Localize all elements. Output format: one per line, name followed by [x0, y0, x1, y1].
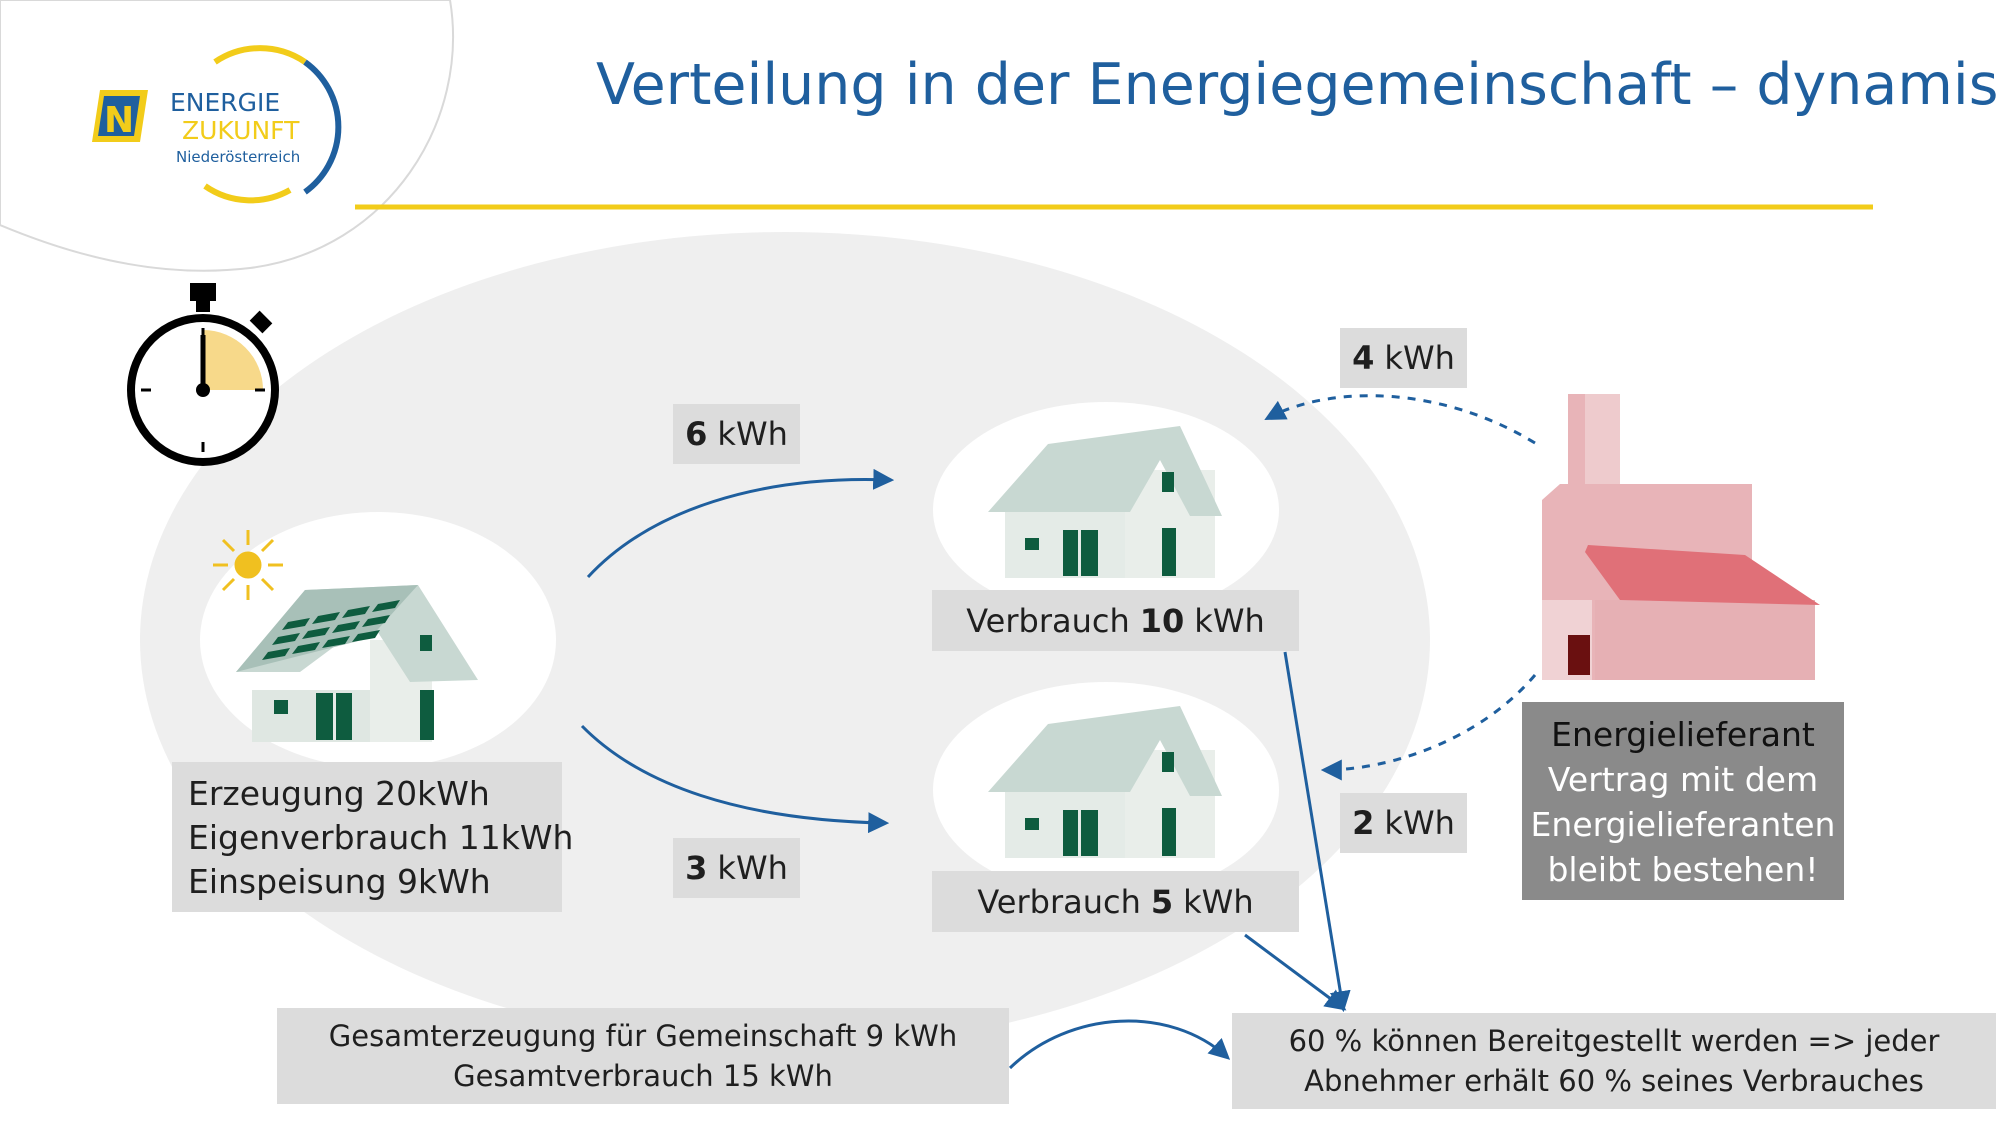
summary-line-1: Gesamterzeugung für Gemeinschaft 9 kWh	[328, 1019, 958, 1053]
summary-to-result-arrow	[1008, 1019, 1231, 1070]
supplier-label: Energielieferant Vertrag mit dem Energie…	[1522, 702, 1844, 900]
supplier-line-3: bleibt bestehen!	[1547, 850, 1819, 889]
factory-icon	[1542, 394, 1820, 680]
summary-label: Gesamterzeugung für Gemeinschaft 9 kWh G…	[277, 1008, 1009, 1104]
house-icon	[988, 426, 1222, 578]
flow-arrow-to-house-1	[586, 468, 895, 579]
flow-unit: kWh	[717, 415, 788, 453]
flow-value: 3	[685, 849, 708, 887]
supplier-line-2: Energielieferanten	[1530, 805, 1836, 844]
consumer-value: 5	[1150, 882, 1174, 921]
consumer-prefix: Verbrauch	[977, 882, 1141, 921]
flow-value: 2	[1352, 804, 1375, 842]
page-title: Verteilung in der Energiegemeinschaft – …	[596, 52, 1999, 118]
logo-line-1: ENERGIE	[170, 88, 281, 117]
logo-arcs	[203, 45, 342, 204]
flow-unit: kWh	[717, 849, 788, 887]
producer-line-3: Einspeisung 9kWh	[188, 862, 491, 901]
flow-unit: kWh	[1384, 339, 1455, 377]
stopwatch-icon	[127, 283, 279, 466]
logo-line-3: Niederösterreich	[176, 148, 301, 166]
result-label: 60 % können Bereitgestellt werden => jed…	[1232, 1013, 1996, 1109]
consumer-2-to-result-arrow	[1244, 933, 1347, 1011]
result-line-2: Abnehmer erhält 60 % seines Verbrauches	[1304, 1064, 1924, 1098]
consumer-value: 10	[1139, 601, 1185, 640]
result-line-1: 60 % können Bereitgestellt werden => jed…	[1288, 1024, 1940, 1058]
supplier-title: Energielieferant	[1551, 715, 1815, 754]
house-icon	[988, 706, 1222, 858]
logo-mark-icon: N	[92, 90, 148, 142]
sun-icon	[213, 530, 283, 600]
logo-corner-shape	[0, 0, 455, 272]
consumer-prefix: Verbrauch	[966, 601, 1130, 640]
svg-text:N: N	[104, 100, 134, 141]
summary-line-2: Gesamtverbrauch 15 kWh	[453, 1059, 833, 1093]
solar-house-icon	[236, 585, 478, 742]
producer-line-2: Eigenverbrauch 11kWh	[188, 818, 574, 857]
producer-line-1: Erzeugung 20kWh	[188, 774, 490, 813]
consumer-1-to-result-arrow	[1283, 651, 1351, 1013]
producer-label: Erzeugung 20kWh Eigenverbrauch 11kWh Ein…	[172, 762, 574, 912]
supplier-line-1: Vertrag mit dem	[1547, 760, 1819, 799]
consumer-unit: kWh	[1194, 601, 1265, 640]
supplier-arrow-to-house-2	[1320, 674, 1537, 781]
flow-arrow-to-house-2	[580, 724, 890, 834]
consumer-unit: kWh	[1183, 882, 1254, 921]
flow-value: 4	[1352, 339, 1375, 377]
flow-unit: kWh	[1384, 804, 1455, 842]
logo-line-2: ZUKUNFT	[182, 116, 300, 145]
flow-value: 6	[685, 415, 708, 453]
